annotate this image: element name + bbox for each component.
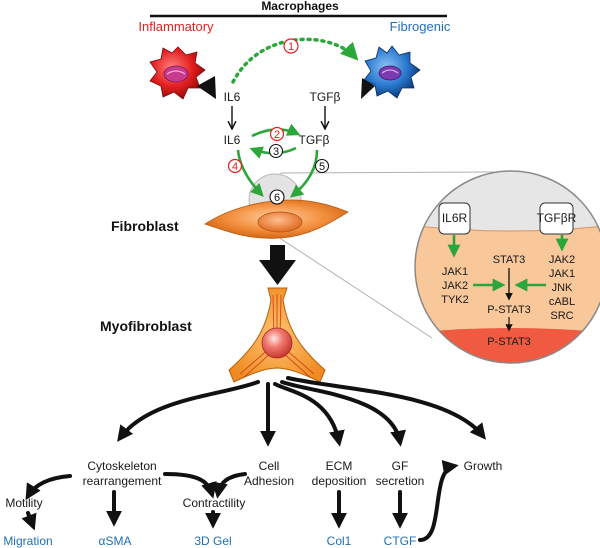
secretion-label: secretion bbox=[376, 474, 425, 488]
step1-circle: 1 bbox=[283, 38, 299, 54]
svg-text:4: 4 bbox=[232, 161, 238, 173]
3d-gel-outcome: 3D Gel bbox=[194, 534, 231, 548]
asma-outcome: αSMA bbox=[99, 534, 132, 548]
svg-text:TYK2: TYK2 bbox=[441, 294, 469, 306]
ecm-label: ECM bbox=[326, 459, 353, 473]
svg-text:3: 3 bbox=[273, 146, 279, 158]
step5-arrow bbox=[289, 149, 319, 198]
left-kinase-list: JAK1 JAK2 TYK2 bbox=[441, 266, 469, 306]
outcome-arrows bbox=[21, 459, 459, 542]
inflammatory-macrophage-icon bbox=[149, 46, 216, 100]
il6-mid-label: IL6 bbox=[224, 133, 241, 147]
fibroblast-cell-icon bbox=[204, 199, 349, 239]
deposition-label: deposition bbox=[312, 474, 367, 488]
cell-label: Cell bbox=[259, 459, 280, 473]
pstat3-label: P-STAT3 bbox=[487, 304, 531, 316]
ctgf-outcome: CTGF bbox=[384, 534, 417, 548]
inset-guide-bottom bbox=[271, 232, 433, 339]
right-kinase-list: JAK2 JAK1 JNK cABL SRC bbox=[549, 254, 575, 322]
macrophages-title: Macrophages bbox=[261, 0, 339, 13]
step4-circle: 4 bbox=[227, 158, 243, 174]
fibrogenic-macrophage-icon bbox=[361, 45, 421, 99]
process-arrows bbox=[117, 376, 486, 447]
il6r-receptor: IL6R bbox=[438, 202, 471, 235]
tgfb-mid-label: TGFβ bbox=[299, 133, 330, 147]
svg-text:JAK2: JAK2 bbox=[549, 254, 575, 266]
tgfb-top-label: TGFβ bbox=[310, 90, 341, 104]
col1-outcome: Col1 bbox=[327, 534, 352, 548]
svg-text:JAK2: JAK2 bbox=[442, 280, 468, 292]
adhesion-label: Adhesion bbox=[244, 474, 294, 488]
step6-circle: 6 bbox=[269, 189, 285, 205]
step4-arrow bbox=[236, 149, 264, 197]
growth-label: Growth bbox=[464, 459, 503, 473]
svg-text:IL6R: IL6R bbox=[442, 211, 468, 225]
svg-text:6: 6 bbox=[274, 192, 280, 204]
svg-text:JNK: JNK bbox=[552, 282, 573, 294]
svg-text:JAK1: JAK1 bbox=[442, 266, 468, 278]
myofibroblast-label: Myofibroblast bbox=[100, 318, 192, 334]
step3-circle: 3 bbox=[268, 143, 284, 159]
il6-top-label: IL6 bbox=[224, 90, 241, 104]
rearrangement-label: rearrangement bbox=[83, 474, 162, 488]
inflammatory-label: Inflammatory bbox=[138, 19, 214, 34]
tgfbr-receptor: TGFβR bbox=[537, 202, 577, 235]
motility-label: Motility bbox=[5, 496, 42, 510]
svg-text:2: 2 bbox=[274, 129, 280, 141]
svg-text:SRC: SRC bbox=[550, 310, 573, 322]
step5-circle: 5 bbox=[314, 158, 330, 174]
migration-outcome: Migration bbox=[3, 534, 52, 548]
svg-text:JAK1: JAK1 bbox=[549, 268, 575, 280]
stat3-label: STAT3 bbox=[493, 254, 526, 266]
inset-guide-top bbox=[279, 171, 499, 174]
gf-label: GF bbox=[392, 459, 409, 473]
fibrogenic-label: Fibrogenic bbox=[390, 19, 451, 34]
svg-text:cABL: cABL bbox=[549, 296, 575, 308]
cytoskeleton-label: Cytoskeleton bbox=[87, 459, 156, 473]
step2-circle: 2 bbox=[269, 126, 285, 142]
fibroblast-label: Fibroblast bbox=[111, 218, 179, 234]
contractility-label: Contractility bbox=[183, 496, 246, 510]
differentiation-arrow bbox=[259, 245, 296, 285]
svg-text:5: 5 bbox=[319, 161, 325, 173]
pstat3-nuclear-label: P-STAT3 bbox=[487, 336, 531, 348]
myofibroblast-cell-icon bbox=[228, 287, 326, 383]
svg-text:1: 1 bbox=[288, 41, 294, 53]
svg-text:TGFβR: TGFβR bbox=[537, 211, 577, 225]
